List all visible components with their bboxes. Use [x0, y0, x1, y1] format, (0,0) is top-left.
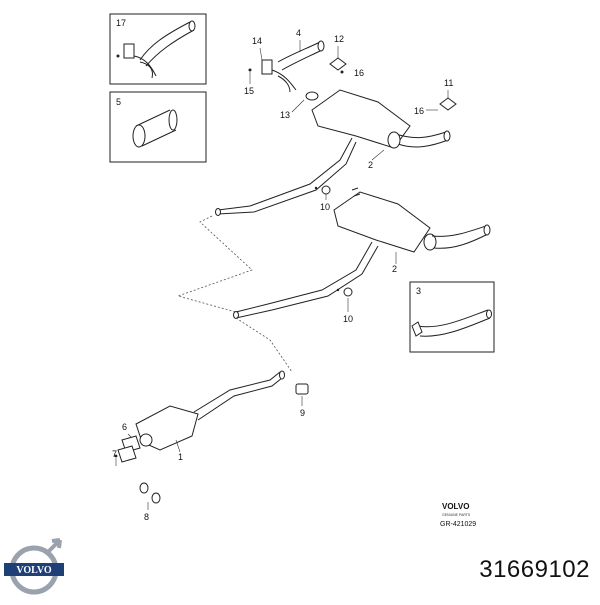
clamp-10-upper-ring: [321, 185, 331, 195]
part-8: 8: [139, 482, 161, 522]
silencer-port: [387, 131, 401, 149]
rear-silencer-box: [311, 89, 411, 149]
tailpipe-tip: [132, 124, 146, 148]
tailpipe-body: [135, 109, 177, 147]
leader-2a: [371, 149, 385, 161]
callout-5: 5: [116, 97, 121, 107]
inset-17-bolt: [116, 54, 120, 58]
inset-3-frame: [409, 281, 495, 353]
inset-17-flange: [123, 43, 135, 59]
intermediate-pipe-b-end: [233, 311, 239, 319]
leader-14: [259, 47, 263, 61]
front-silencer-pipe: [193, 371, 283, 421]
silencer-outlet-end: [443, 130, 451, 142]
part-9: 9: [295, 383, 309, 418]
front-pipe-assembly: 14 4 12 16 15 13: [244, 28, 364, 120]
callout-4: 4: [296, 28, 301, 38]
front-silencer-port: [139, 433, 153, 447]
hanger-11: [439, 97, 457, 111]
flange-14: [261, 59, 273, 75]
genuine-parts-stamp: VOLVO GENUINE PARTS GR-421029: [440, 502, 476, 528]
callout-16b: 16: [414, 106, 424, 116]
logo-text: VOLVO: [16, 565, 52, 576]
rubber-8a: [139, 482, 149, 494]
inset-17-pipe: [139, 21, 195, 67]
intermediate-pipe-a-end: [215, 208, 221, 216]
front-pipe-4: [277, 41, 323, 71]
callout-12: 12: [334, 34, 344, 44]
inset-5-frame: [109, 91, 207, 163]
rubber-8b: [151, 492, 161, 504]
inset-17-frame: [109, 13, 207, 85]
front-pipe-4-end: [317, 40, 325, 52]
callout-16a: 16: [354, 68, 364, 78]
clamp-10-upper: 10: [314, 185, 331, 212]
logo-arrow-icon: [46, 538, 62, 554]
stamp-sub: GENUINE PARTS: [442, 513, 471, 517]
routing-a: [176, 215, 253, 313]
front-silencer-pipe-end: [279, 370, 285, 380]
callout-10a: 10: [320, 202, 330, 212]
callout-2b: 2: [392, 264, 397, 274]
nut-16a: [340, 70, 344, 74]
callout-7: 7: [112, 449, 117, 459]
leader-1: [175, 439, 181, 453]
silencer-port-lower: [423, 233, 437, 251]
clamp-13: [305, 91, 319, 101]
front-elbow: [271, 69, 297, 93]
intermediate-pipe-a: [217, 137, 357, 215]
inset-5: 5: [109, 91, 207, 163]
silencer-outlet-lower-end: [483, 224, 491, 236]
logo-bar: [4, 563, 64, 576]
part-number: 31669102: [479, 556, 590, 583]
callout-14: 14: [252, 36, 262, 46]
flange-6: [117, 445, 137, 463]
stamp-brand: VOLVO: [442, 502, 469, 511]
tailpipe-end: [168, 109, 178, 131]
leader-13: [291, 99, 305, 113]
rear-silencer-lower: 2: [233, 187, 491, 319]
clamp-10-lower: 10: [336, 287, 353, 324]
inset-3-pipe: [417, 309, 491, 337]
inset-17: 17: [109, 13, 207, 85]
callout-8: 8: [144, 512, 149, 522]
callout-3: 3: [416, 286, 421, 296]
parts-6-7: 6 7: [112, 422, 141, 466]
clamp-10-lower-bolt: [336, 288, 340, 292]
callout-13: 13: [280, 110, 290, 120]
stamp-code: GR-421029: [440, 521, 476, 528]
callout-2a: 2: [368, 160, 373, 170]
routing-dashed: [176, 215, 293, 373]
inset-17-pipe-end: [188, 20, 196, 32]
clamp-10-lower-ring: [343, 287, 353, 297]
bolt-7: [114, 454, 118, 458]
hanger-12: [329, 57, 347, 71]
inset-3-pipe-end: [486, 309, 492, 319]
inset-17-elbow: [133, 55, 157, 79]
clamp-10-upper-bolt: [314, 186, 318, 190]
inset-3: 3: [409, 281, 495, 353]
callout-10b: 10: [343, 314, 353, 324]
silencer-outlet-lower: [431, 225, 489, 249]
callout-15: 15: [244, 86, 254, 96]
rear-silencer-upper: 11 16 2: [215, 78, 457, 216]
silencer-outlet: [395, 131, 449, 148]
front-silencer: 1: [135, 370, 285, 462]
rear-silencer-box-lower: [333, 191, 431, 253]
callout-9: 9: [300, 408, 305, 418]
volvo-logo: VOLVO: [4, 538, 64, 595]
inset-3-clamp: [411, 321, 423, 337]
silencer-lower-tab: [351, 187, 361, 197]
hanger-9: [295, 383, 309, 395]
callout-6: 6: [122, 422, 127, 432]
callout-11: 11: [444, 78, 453, 88]
bolt-15: [248, 68, 252, 72]
callout-17: 17: [116, 18, 126, 28]
intermediate-pipe-b: [235, 241, 379, 319]
routing-b: [235, 317, 293, 373]
callout-1: 1: [178, 452, 183, 462]
